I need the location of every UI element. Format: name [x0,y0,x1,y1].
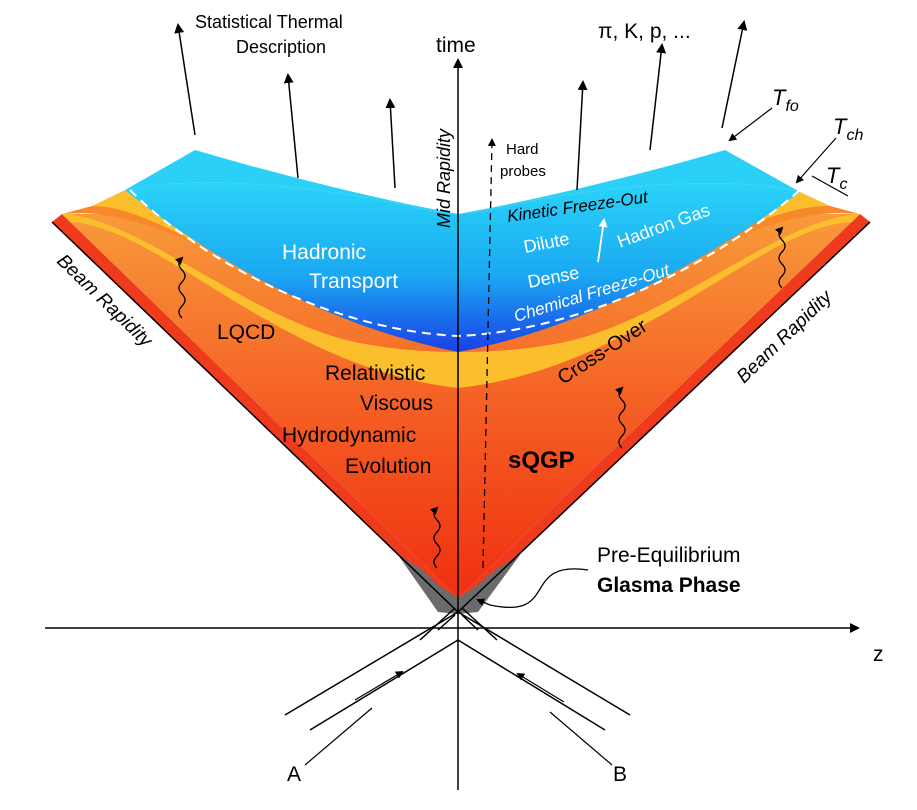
nucleus-a-label: A [287,763,301,786]
nucleus-a-pointer [304,707,373,766]
phase-regions [52,150,870,614]
hard-probes-label-2: probes [500,163,546,180]
nucleus-b-label: B [613,763,627,786]
glasma-pointer [476,568,589,608]
tc-pointer [811,175,849,197]
hadron-species-label: π, K, p, ... [598,20,691,43]
lqcd-label: LQCD [217,321,275,344]
hadronic-region [125,182,800,352]
hydro-line-2: Viscous [360,392,433,415]
beam-a-arrow [354,670,404,701]
incoming-beams [284,607,631,766]
nucleus-b-pointer [549,711,613,766]
time-axis-label: time [436,34,476,57]
glasma-region [398,555,520,614]
statistical-thermal-label: Statistical Thermal [195,12,343,32]
hydro-line-3: Hydrodynamic [282,424,416,447]
t-ch-label: Tch [833,114,863,144]
light-cone-left [51,221,459,613]
t-fo-label: Tfo [772,85,799,115]
tfo-pointer [728,107,773,142]
t-c-label: Tc [826,163,847,193]
hard-probes-label-1: Hard [506,141,539,158]
sqgp-label: sQGP [508,447,575,474]
dense-to-dilute-arrow [597,218,608,263]
hydro-line-4: Evolution [345,455,431,478]
pre-equilibrium-label: Pre-Equilibrium [597,544,741,567]
description-label: Description [236,37,326,57]
hadronic-label: Hadronic [282,241,366,264]
tch-pointer [795,137,837,184]
yellow-band-lower [62,214,860,388]
transport-label: Transport [309,270,398,293]
orange-band [62,205,860,348]
beam-b-arrow [516,672,565,703]
photon-squiggles [174,226,786,569]
hydro-line-1: Relativistic [325,362,425,385]
light-cone-right [457,221,871,613]
glasma-phase-label: Glasma Phase [597,574,741,597]
z-axis-label: z [873,643,884,666]
dilute-hadron-band [125,150,800,214]
particle-arrows [174,20,748,191]
mid-rapidity-label: Mid Rapidity [434,128,454,228]
